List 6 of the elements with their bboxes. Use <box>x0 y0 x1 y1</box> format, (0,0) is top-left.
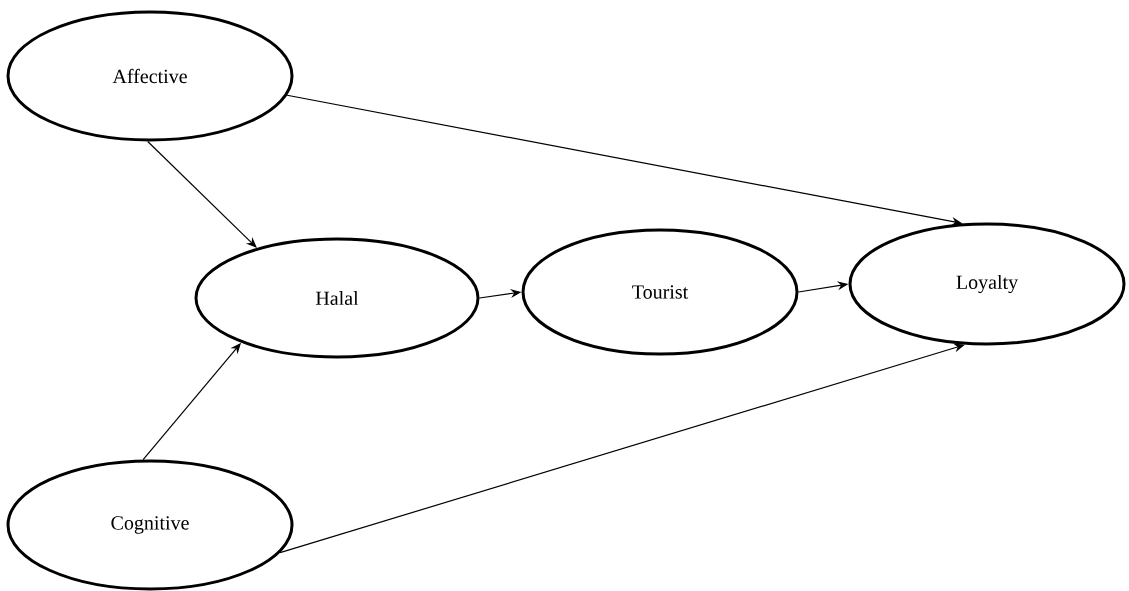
ellipse-node: Cognitive <box>6 459 294 591</box>
arrow <box>147 140 257 248</box>
ellipse-node: Halal <box>194 237 480 359</box>
ellipse-node: Affective <box>6 10 294 142</box>
ellipse-node: Tourist <box>521 228 799 356</box>
ellipse-node: Loyalty <box>848 222 1126 346</box>
